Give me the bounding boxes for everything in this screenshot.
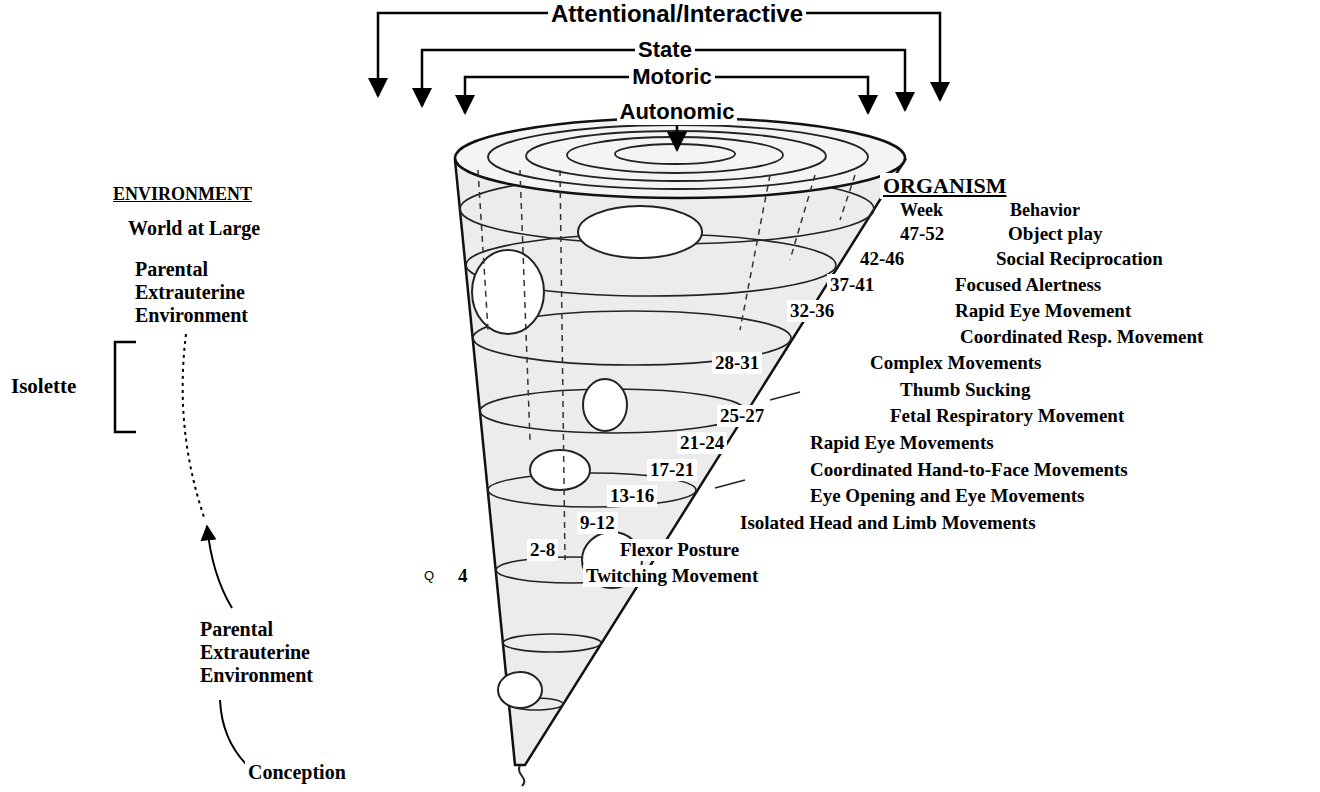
week-range: 47-52 bbox=[897, 223, 947, 245]
illustration-part bbox=[498, 672, 542, 708]
illustration-part bbox=[615, 144, 735, 164]
illustration-part bbox=[455, 118, 905, 198]
illustration-part bbox=[567, 137, 783, 173]
week-range: 32-36 bbox=[787, 300, 837, 322]
illustration-part bbox=[478, 170, 488, 330]
illustration-part bbox=[488, 125, 868, 189]
behavior-label: Rapid Eye Movements bbox=[807, 432, 997, 454]
behavior-label: Object play bbox=[1005, 223, 1105, 245]
week-range: 28-31 bbox=[712, 352, 762, 374]
environment-label: Conception bbox=[245, 761, 349, 784]
environment-label: Parental Extrauterine Environment bbox=[197, 618, 343, 687]
illustration-part bbox=[715, 480, 745, 488]
illustration-part bbox=[472, 250, 544, 334]
column-heading: ORGANISM bbox=[880, 173, 1009, 198]
illustration-part bbox=[578, 206, 702, 258]
week-range: 2-8 bbox=[527, 539, 558, 561]
environment-label: Isolette bbox=[8, 374, 79, 398]
illustration-part bbox=[472, 206, 702, 708]
environment-label: World at Large bbox=[125, 217, 263, 240]
week-range: 21-24 bbox=[677, 432, 727, 454]
behavior-label: Thumb Sucking bbox=[897, 379, 1033, 401]
illustration-part bbox=[183, 334, 205, 520]
column-heading: ENVIRONMENT bbox=[110, 184, 255, 205]
week-range: 25-27 bbox=[717, 405, 767, 427]
illustration-part bbox=[740, 175, 770, 330]
behavior-label: Twitching Movement bbox=[583, 565, 761, 587]
week-range: 37-41 bbox=[827, 274, 877, 296]
behavior-label: Complex Movements bbox=[867, 352, 1045, 374]
illustration-part bbox=[583, 379, 627, 431]
behavior-label: Coordinated Resp. Movement bbox=[957, 326, 1206, 348]
behavior-label: Fetal Respiratory Movement bbox=[887, 405, 1127, 427]
subsystem-label: State bbox=[635, 37, 695, 62]
column-heading: Week bbox=[897, 200, 946, 221]
illustration-part bbox=[478, 170, 855, 560]
illustration-part bbox=[488, 125, 868, 189]
behavior-label: Rapid Eye Movement bbox=[952, 300, 1134, 322]
illustration-part bbox=[220, 700, 250, 768]
illustration-part bbox=[530, 450, 590, 490]
behavior-label: Coordinated Hand-to-Face Movements bbox=[807, 459, 1131, 481]
behavior-label: Eye Opening and Eye Movements bbox=[807, 485, 1087, 507]
illustration-part bbox=[115, 342, 136, 432]
illustration-part bbox=[378, 13, 940, 150]
environment-label: Parental Extrauterine Environment bbox=[132, 258, 278, 327]
illustration-part bbox=[207, 526, 232, 608]
behavior-label: Social Reciprocation bbox=[993, 248, 1166, 270]
week-range: 13-16 bbox=[607, 485, 657, 507]
behavior-label: Isolated Head and Limb Movements bbox=[737, 512, 1039, 534]
stray-mark: Q bbox=[421, 569, 437, 584]
illustration-part bbox=[676, 124, 679, 150]
illustration-part bbox=[520, 170, 530, 440]
subsystem-label: Autonomic bbox=[617, 99, 738, 124]
illustration-part bbox=[519, 765, 524, 786]
subsystem-label: Attentional/Interactive bbox=[548, 0, 806, 28]
illustration-part bbox=[503, 634, 601, 652]
week-range: 42-46 bbox=[857, 248, 907, 270]
illustration-part bbox=[560, 170, 565, 560]
week-range: 9-12 bbox=[577, 512, 618, 534]
column-heading: Behavior bbox=[1007, 200, 1083, 221]
week-range: 4 bbox=[455, 565, 471, 587]
behavior-label: Flexor Posture bbox=[617, 539, 742, 561]
illustration-part bbox=[770, 392, 800, 400]
illustration-part bbox=[790, 175, 815, 260]
subsystem-label: Motoric bbox=[629, 64, 714, 89]
week-range: 17-21 bbox=[647, 459, 697, 481]
illustration-part bbox=[840, 175, 855, 220]
behavior-label: Focused Alertness bbox=[952, 274, 1104, 296]
